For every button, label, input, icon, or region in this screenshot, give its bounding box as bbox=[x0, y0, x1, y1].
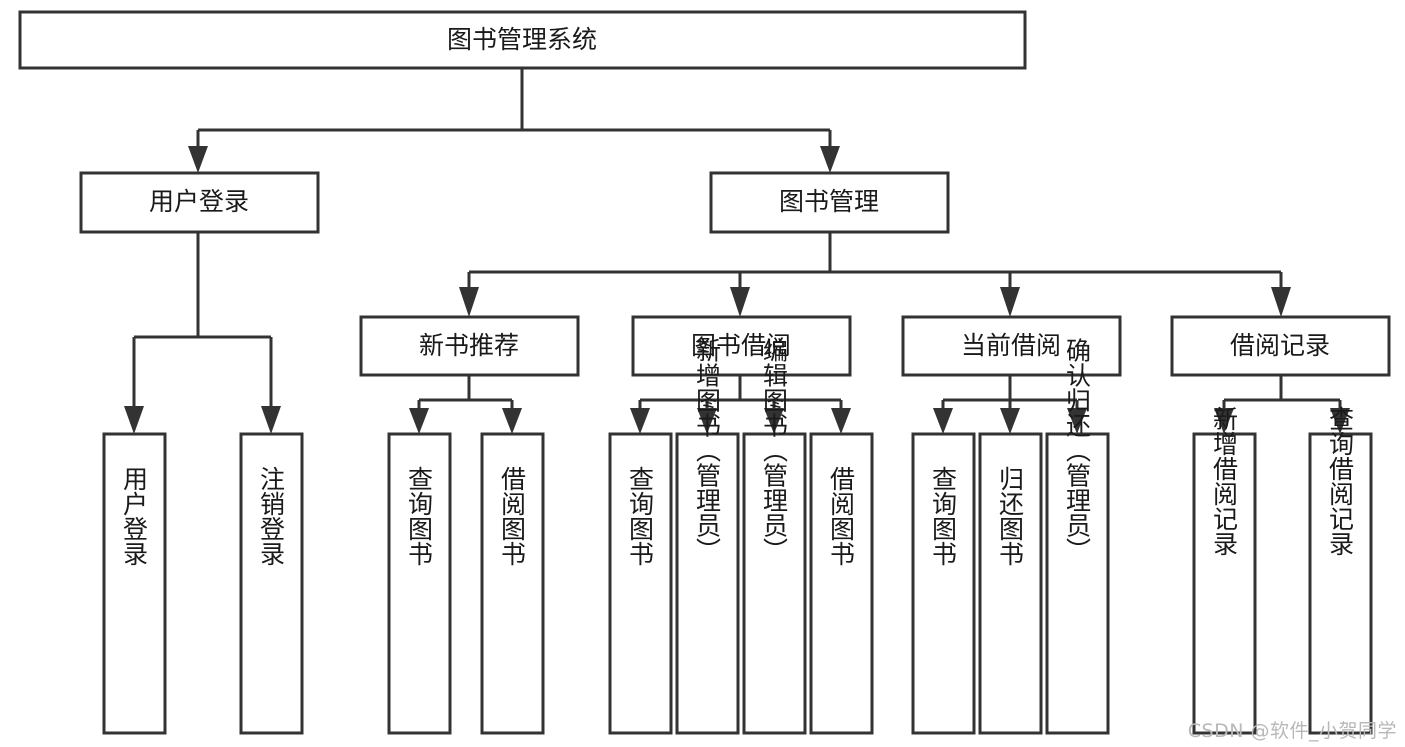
connector-bookborrow-to-leaves bbox=[630, 375, 851, 434]
arrow-head-icon bbox=[831, 408, 851, 434]
leaf-query-borrow-record-label: 查询借阅记录 bbox=[1326, 406, 1355, 556]
leaf-confirm-return-admin-box[interactable] bbox=[1045, 432, 1110, 735]
leaf-borrow-book-newbook-box[interactable] bbox=[480, 432, 545, 735]
node-new-book-recommend[interactable]: 新书推荐 bbox=[359, 315, 580, 377]
connector-userlogin-to-leaves bbox=[124, 232, 281, 434]
arrow-head-icon bbox=[730, 287, 750, 317]
leaf-query-borrow-record-box[interactable] bbox=[1308, 432, 1373, 735]
arrow-head-icon bbox=[188, 146, 208, 173]
leaf-return-book-label: 归还图书 bbox=[996, 466, 1025, 566]
node-borrow-record-label: 借阅记录 bbox=[1230, 331, 1330, 360]
leaf-add-borrow-record-label: 新增借阅记录 bbox=[1210, 406, 1239, 556]
node-book-management-box[interactable] bbox=[709, 171, 950, 234]
arrow-head-icon bbox=[933, 408, 953, 434]
arrow-head-icon bbox=[1000, 287, 1020, 317]
node-current-borrow-box[interactable] bbox=[901, 315, 1122, 377]
node-new-book-recommend-box[interactable] bbox=[359, 315, 580, 377]
leaf-user-login[interactable]: 用户登录 bbox=[102, 432, 167, 735]
leaf-query-book-borrow-label: 查询图书 bbox=[626, 466, 655, 566]
node-book-borrow-box[interactable] bbox=[631, 315, 852, 377]
arrow-head-icon bbox=[1067, 408, 1087, 434]
leaf-query-book-newbook-label: 查询图书 bbox=[405, 466, 434, 566]
connector-bookmgmt-to-level3 bbox=[459, 232, 1291, 317]
arrow-head-icon bbox=[764, 408, 784, 434]
arrow-head-icon bbox=[820, 146, 840, 173]
arrow-head-icon bbox=[630, 408, 650, 434]
arrow-head-icon bbox=[1214, 408, 1234, 434]
leaf-user-login-label: 用户登录 bbox=[120, 466, 149, 566]
node-root-box[interactable] bbox=[18, 10, 1027, 70]
leaf-query-book-newbook[interactable]: 查询图书 bbox=[387, 432, 452, 735]
leaf-query-book-newbook-box[interactable] bbox=[387, 432, 452, 735]
leaf-borrow-book-label: 借阅图书 bbox=[827, 466, 856, 566]
leaf-logout[interactable]: 注销登录 bbox=[239, 432, 304, 735]
leaf-add-book-admin-label: 新增图书（管理员） bbox=[693, 338, 722, 563]
leaf-add-book-admin-box[interactable] bbox=[675, 432, 740, 735]
leaf-return-book-box[interactable] bbox=[978, 432, 1043, 735]
arrow-head-icon bbox=[261, 406, 281, 434]
connector-currentborrow-to-leaves bbox=[933, 375, 1087, 434]
node-book-borrow[interactable]: 图书借阅 bbox=[631, 315, 852, 377]
leaf-query-book-borrow-box[interactable] bbox=[608, 432, 673, 735]
leaf-query-book-borrow[interactable]: 查询图书 bbox=[608, 432, 673, 735]
node-current-borrow-label: 当前借阅 bbox=[961, 331, 1061, 360]
arrow-head-icon bbox=[459, 287, 479, 317]
arrow-head-icon bbox=[697, 408, 717, 434]
leaf-borrow-book-newbook-label: 借阅图书 bbox=[498, 466, 527, 566]
node-current-borrow[interactable]: 当前借阅 bbox=[901, 315, 1122, 377]
arrow-head-icon bbox=[1000, 408, 1020, 434]
leaf-borrow-book[interactable]: 借阅图书 bbox=[809, 432, 874, 735]
leaf-add-borrow-record[interactable]: 新增借阅记录 bbox=[1192, 406, 1257, 735]
leaf-edit-book-admin-label: 编辑图书（管理员） bbox=[760, 338, 789, 563]
leaf-logout-label: 注销登录 bbox=[257, 466, 286, 566]
leaf-add-borrow-record-box[interactable] bbox=[1192, 432, 1257, 735]
node-user-login-label: 用户登录 bbox=[149, 187, 249, 216]
connector-newbook-to-leaves bbox=[409, 375, 522, 434]
arrow-head-icon bbox=[1271, 287, 1291, 317]
leaf-query-book-current[interactable]: 查询图书 bbox=[911, 432, 976, 735]
leaf-return-book[interactable]: 归还图书 bbox=[978, 432, 1043, 735]
arrow-head-icon bbox=[124, 406, 144, 434]
arrow-head-icon bbox=[502, 408, 522, 434]
connector-borrowrecord-to-leaves bbox=[1214, 375, 1350, 434]
node-borrow-record[interactable]: 借阅记录 bbox=[1170, 315, 1391, 377]
leaf-logout-box[interactable] bbox=[239, 432, 304, 735]
leaf-edit-book-admin-box[interactable] bbox=[742, 432, 807, 735]
leaf-borrow-book-newbook[interactable]: 借阅图书 bbox=[480, 432, 545, 735]
node-borrow-record-box[interactable] bbox=[1170, 315, 1391, 377]
leaf-query-borrow-record[interactable]: 查询借阅记录 bbox=[1308, 406, 1373, 735]
leaf-confirm-return-admin[interactable]: 确认归还（管理员） bbox=[1045, 338, 1110, 735]
leaf-edit-book-admin[interactable]: 编辑图书（管理员） bbox=[742, 338, 807, 735]
arrow-head-icon bbox=[1330, 408, 1350, 434]
node-root-label: 图书管理系统 bbox=[447, 25, 597, 54]
leaf-query-book-current-box[interactable] bbox=[911, 432, 976, 735]
leaf-user-login-box[interactable] bbox=[102, 432, 167, 735]
node-user-login[interactable]: 用户登录 bbox=[79, 171, 320, 234]
node-new-book-recommend-label: 新书推荐 bbox=[419, 331, 519, 360]
node-book-management-label: 图书管理 bbox=[779, 187, 879, 216]
leaf-borrow-book-box[interactable] bbox=[809, 432, 874, 735]
leaf-query-book-current-label: 查询图书 bbox=[929, 466, 958, 566]
node-book-borrow-label: 图书借阅 bbox=[691, 331, 791, 360]
node-root[interactable]: 图书管理系统 bbox=[18, 10, 1027, 70]
leaf-confirm-return-admin-label: 确认归还（管理员） bbox=[1063, 338, 1092, 563]
node-book-management[interactable]: 图书管理 bbox=[709, 171, 950, 234]
connector-root-to-level2 bbox=[188, 68, 840, 173]
leaf-add-book-admin[interactable]: 新增图书（管理员） bbox=[675, 338, 740, 735]
node-user-login-box[interactable] bbox=[79, 171, 320, 234]
arrow-head-icon bbox=[409, 408, 429, 434]
